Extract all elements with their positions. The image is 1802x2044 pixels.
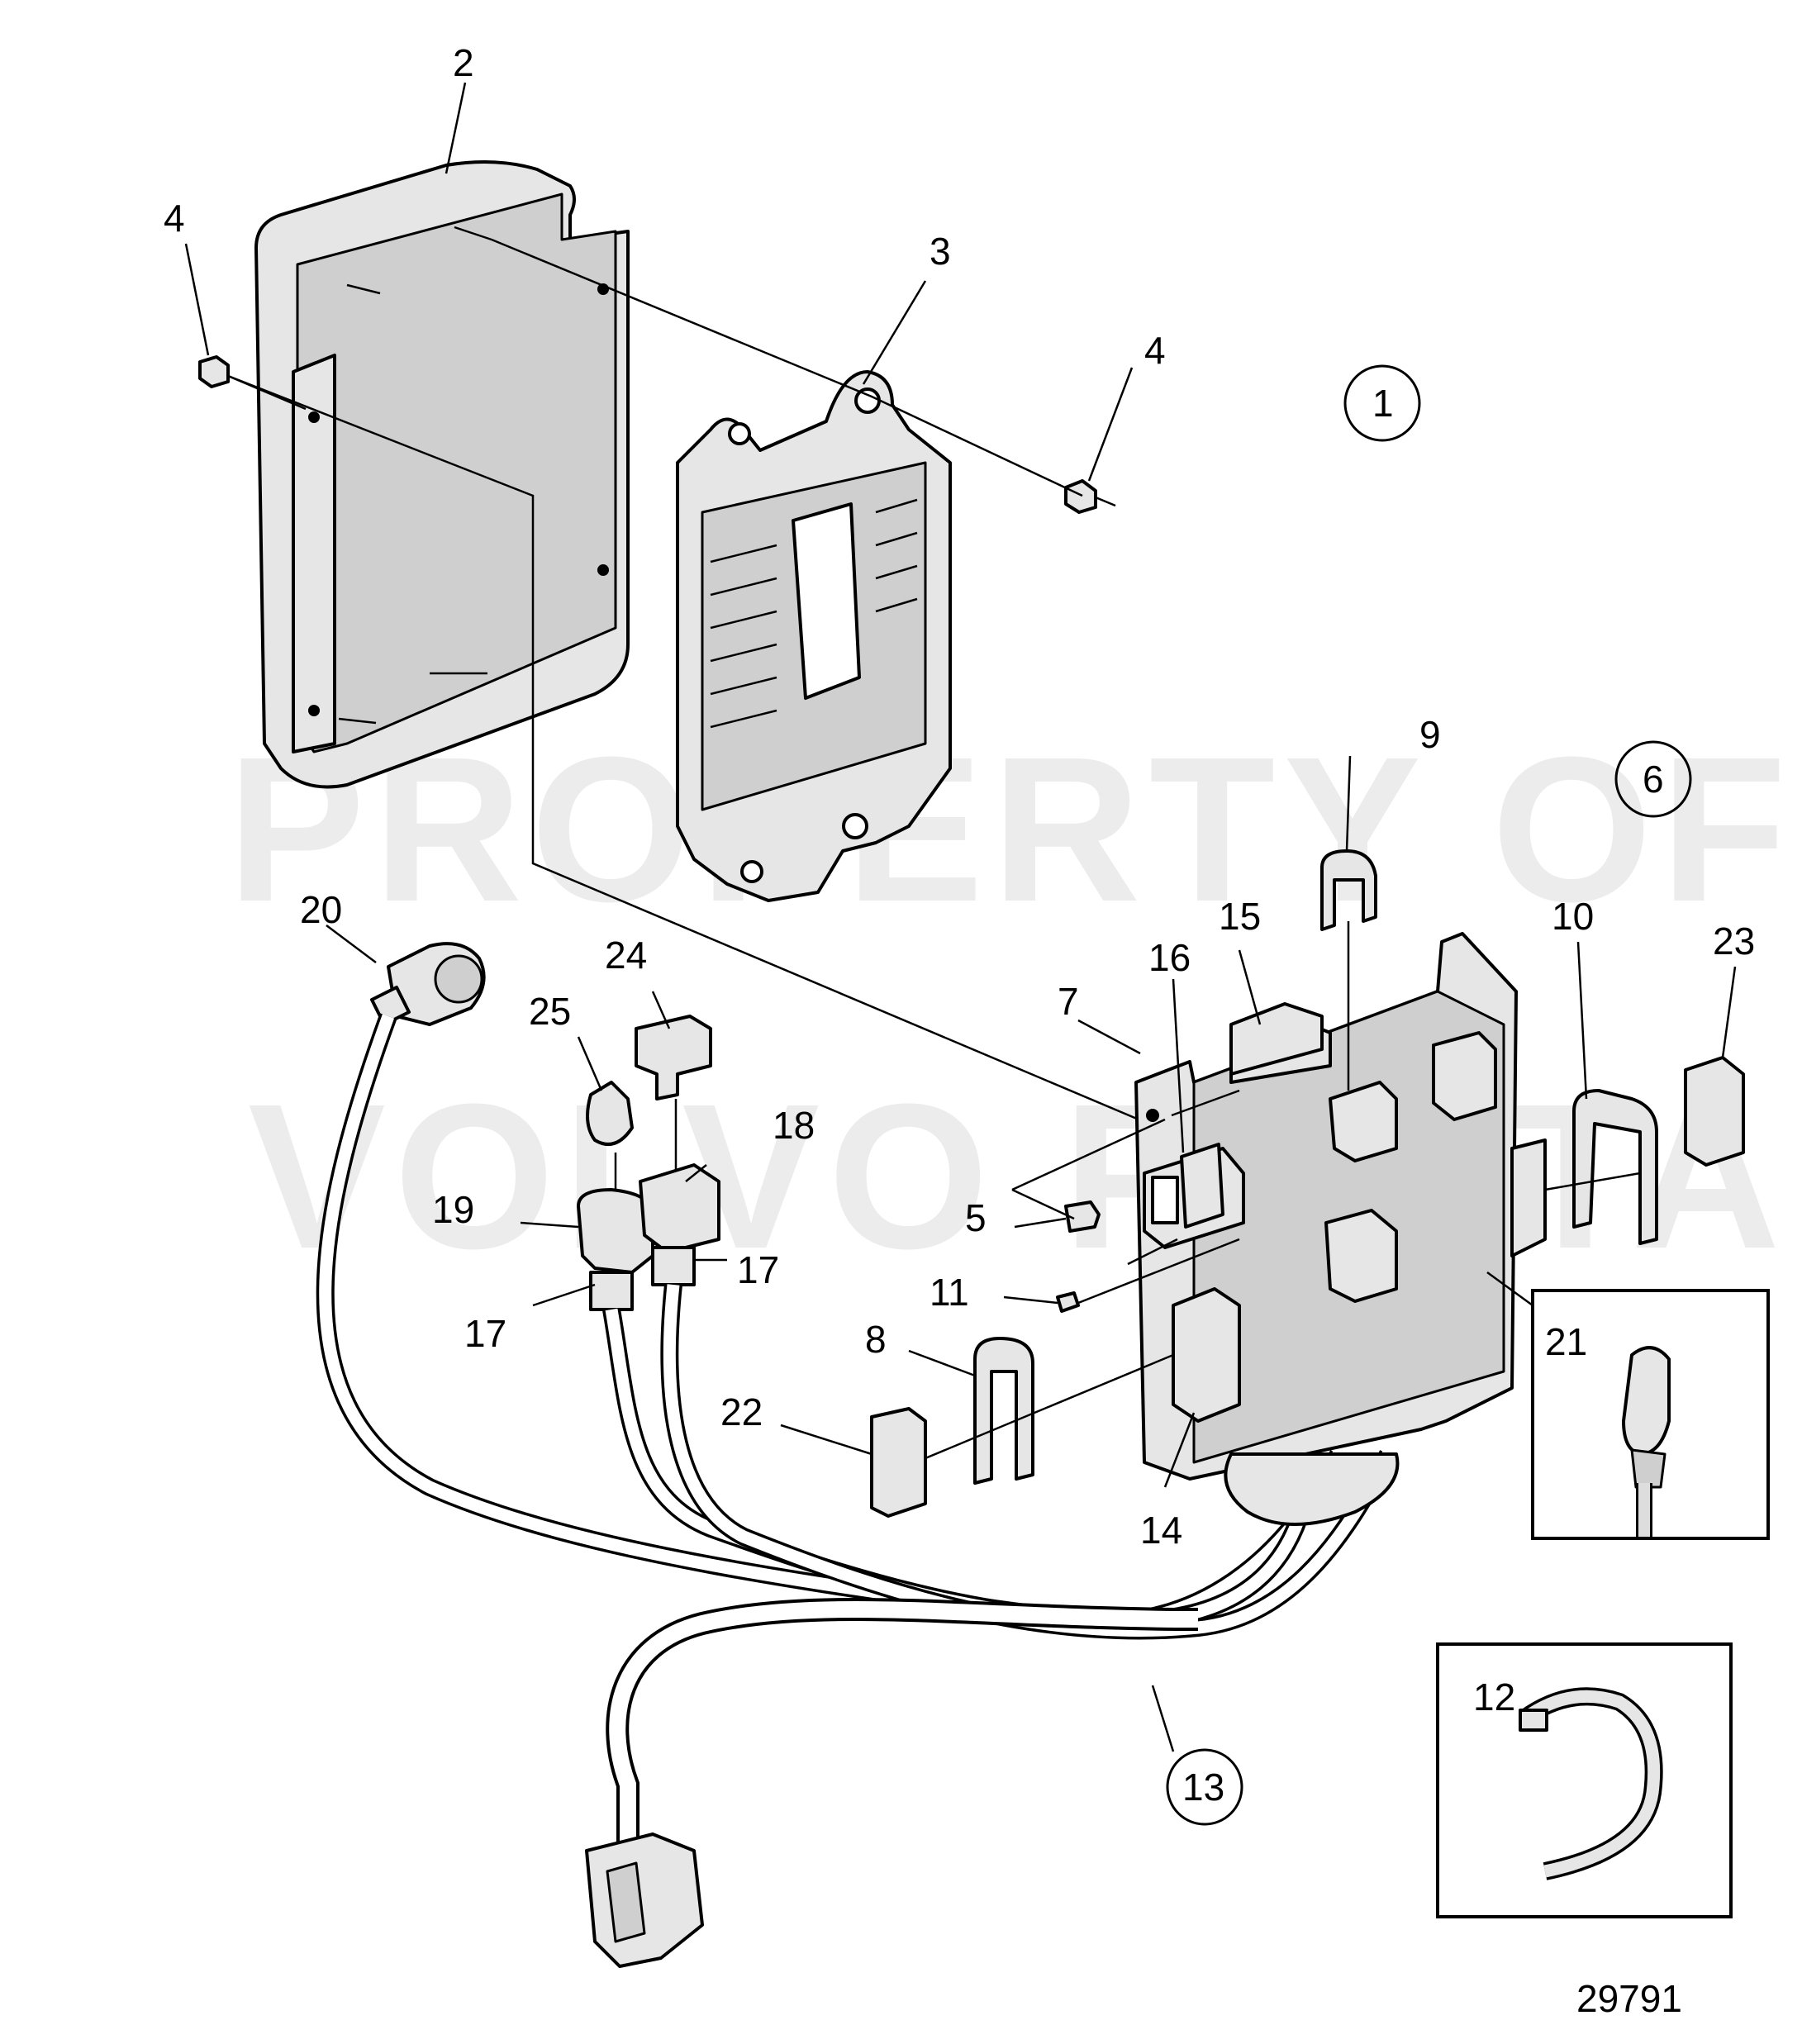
boot-17-right: [651, 1246, 696, 1286]
watermark-line-2: VOLVO PENTA: [248, 1061, 1789, 1291]
callout-4-left: 4: [164, 197, 185, 240]
detail-box-21: [1486, 1271, 1770, 1540]
clip-8: [973, 1337, 1034, 1485]
callout-18: 18: [773, 1104, 815, 1147]
cap-22: [870, 1353, 1174, 1518]
callout-9: 9: [1419, 713, 1441, 756]
callout-13: 13: [1182, 1766, 1224, 1809]
callout-24: 24: [605, 934, 647, 977]
connector-16: [1180, 1143, 1224, 1229]
connector-23: [1684, 1056, 1745, 1167]
callout-22: 22: [720, 1390, 763, 1433]
control-module: [676, 370, 952, 902]
wiring-harness: [316, 1013, 1400, 1968]
callout-2: 2: [453, 41, 474, 84]
callout-20: 20: [300, 888, 342, 931]
housing-18: [639, 1163, 720, 1249]
callout-7: 7: [1058, 980, 1079, 1023]
callout-21: 21: [1545, 1320, 1587, 1363]
callout-17-left: 17: [464, 1312, 506, 1355]
callout-8: 8: [865, 1318, 887, 1361]
callout-3: 3: [930, 230, 951, 273]
callout-6-circle: [1614, 740, 1692, 818]
connector-20: [370, 942, 486, 1026]
callout-25: 25: [529, 990, 571, 1033]
callout-10: 10: [1552, 895, 1594, 938]
callout-labels: 2 4 3 4 1 6 9 15 10 23 16 7 5 11 8 22 14…: [164, 41, 1755, 1826]
callout-23: 23: [1713, 920, 1755, 963]
nut-right: [1064, 479, 1116, 514]
callout-1: 1: [1372, 382, 1394, 425]
screw-5: [1014, 1200, 1101, 1233]
callout-17-right: 17: [737, 1248, 779, 1291]
detail-box-12: [1436, 1642, 1733, 1918]
connector-15: [1229, 1002, 1324, 1076]
callout-4-right: 4: [1144, 329, 1166, 372]
callout-1-circle: [1343, 364, 1421, 442]
callout-15: 15: [1219, 895, 1261, 938]
leader-lines: [184, 82, 1737, 1752]
callout-16: 16: [1148, 936, 1191, 979]
plug-24: [635, 1015, 712, 1100]
callout-14: 14: [1140, 1509, 1182, 1552]
callout-11: 11: [930, 1271, 969, 1314]
callout-12: 12: [1473, 1676, 1515, 1718]
callout-19: 19: [432, 1188, 474, 1231]
callout-6: 6: [1643, 758, 1664, 801]
callout-5: 5: [965, 1196, 987, 1239]
watermark-line-1: PROPERTY OF: [227, 714, 1795, 944]
drawing-number: 29791: [1576, 1977, 1682, 2020]
callout-13-circle: [1166, 1748, 1243, 1826]
clip-9: [1320, 849, 1377, 1091]
clip-10: [1544, 1089, 1658, 1245]
module-fins: [710, 498, 918, 729]
boot-17-left: [589, 1271, 634, 1311]
cover-housing: [254, 160, 630, 789]
seal-25: [586, 1081, 634, 1146]
screw-11: [1003, 1291, 1080, 1313]
